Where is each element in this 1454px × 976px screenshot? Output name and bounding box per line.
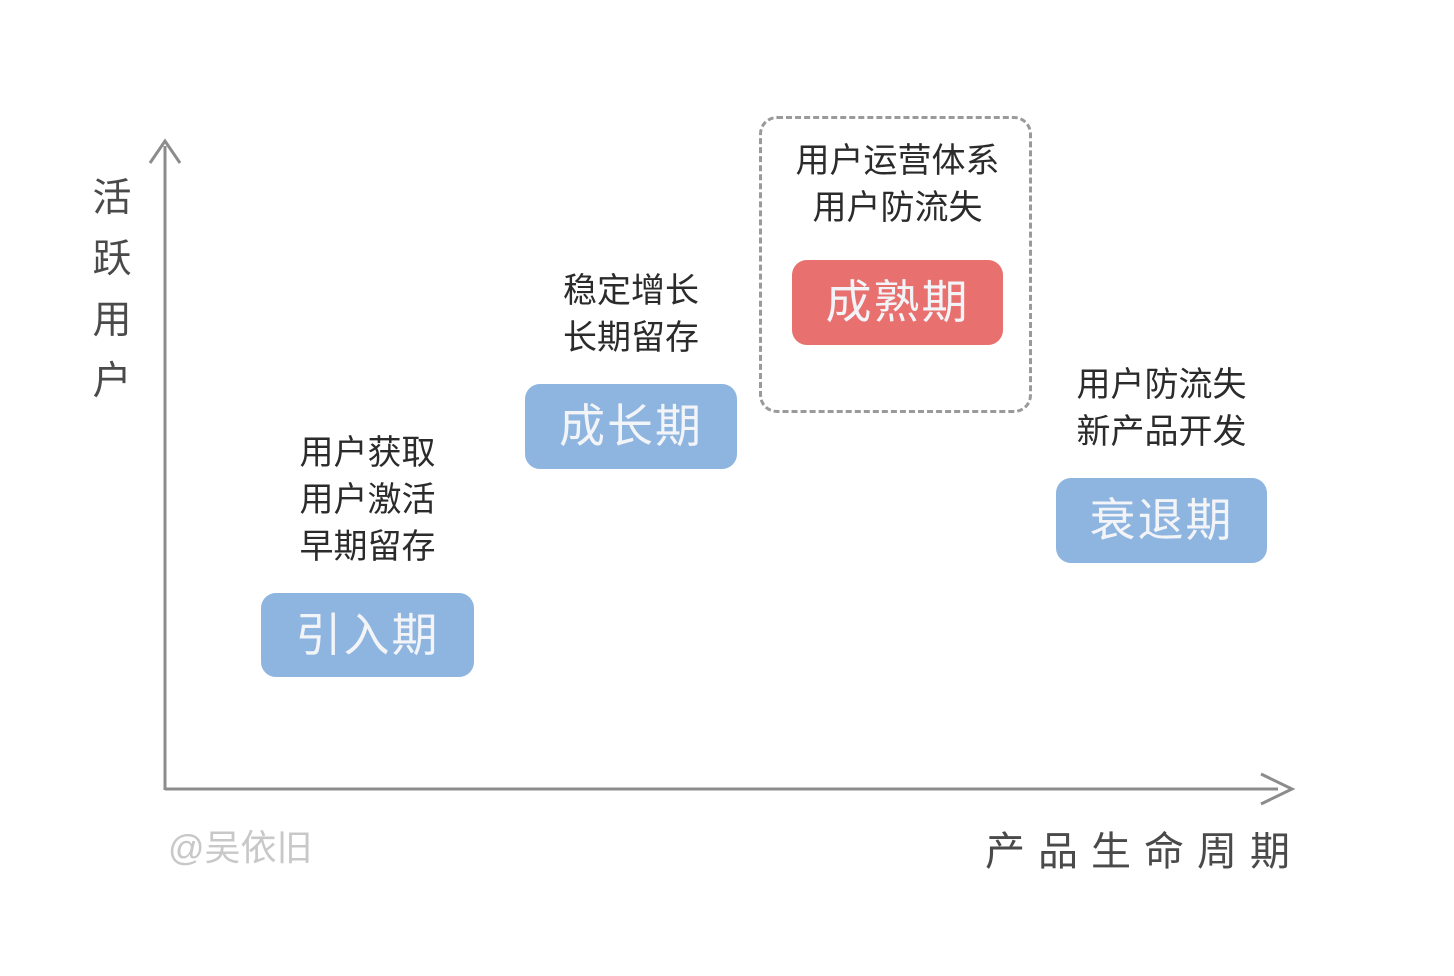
stage-group-growth: 稳定增长 长期留存 成长期 xyxy=(525,268,737,469)
stage-notes-growth: 稳定增长 长期留存 xyxy=(525,268,737,362)
y-axis-title-char-2: 跃 xyxy=(92,238,132,281)
x-axis-title: 产品生命周期 xyxy=(985,830,1303,874)
stage-pill-maturity[interactable]: 成熟期 xyxy=(792,260,1003,345)
y-axis-title: 活 跃 用 户 xyxy=(84,168,140,412)
watermark: @吴依旧 xyxy=(168,827,313,868)
stage-pill-introduction[interactable]: 引入期 xyxy=(261,593,474,677)
stage-note: 用户运营体系 xyxy=(795,142,1000,180)
stage-note: 早期留存 xyxy=(299,528,436,566)
stage-notes-maturity: 用户运营体系 用户防流失 xyxy=(792,138,1003,232)
stage-notes-introduction: 用户获取 用户激活 早期留存 xyxy=(261,430,474,571)
y-axis-title-char-3: 用 xyxy=(92,299,132,342)
maturity-highlight-frame xyxy=(759,116,1032,413)
stage-note: 用户防流失 xyxy=(1076,366,1247,404)
stage-group-decline: 用户防流失 新产品开发 衰退期 xyxy=(1056,362,1267,563)
y-axis-title-char-4: 户 xyxy=(92,360,132,403)
y-axis-title-char-1: 活 xyxy=(92,177,132,220)
x-axis-arrowhead xyxy=(1260,772,1296,806)
stage-pill-growth[interactable]: 成长期 xyxy=(525,384,737,469)
stage-group-introduction: 用户获取 用户激活 早期留存 引入期 xyxy=(261,430,474,677)
stage-note: 稳定增长 xyxy=(563,272,699,310)
stage-note: 用户防流失 xyxy=(812,189,983,227)
stage-notes-decline: 用户防流失 新产品开发 xyxy=(1056,362,1267,456)
stage-note: 新产品开发 xyxy=(1076,413,1247,451)
stage-pill-decline[interactable]: 衰退期 xyxy=(1056,478,1267,563)
stage-group-maturity: 用户运营体系 用户防流失 成熟期 xyxy=(792,138,1003,345)
y-axis-arrowhead xyxy=(148,138,182,164)
stage-note: 用户获取 xyxy=(299,434,436,472)
stage-note: 长期留存 xyxy=(563,319,699,357)
stage-note: 用户激活 xyxy=(299,481,436,519)
